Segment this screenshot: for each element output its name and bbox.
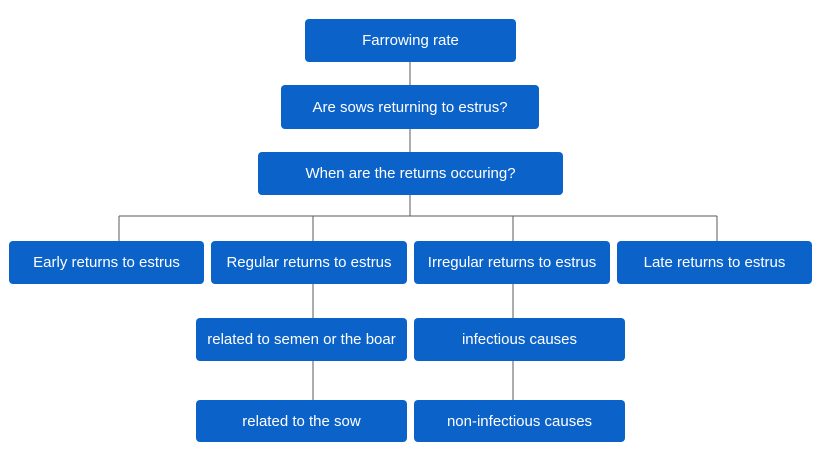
node-returning-question-label: Are sows returning to estrus? [312, 98, 508, 116]
node-sow: related to the sow [196, 400, 407, 442]
node-farrowing-rate-label: Farrowing rate [362, 32, 459, 49]
node-early-returns-label: Early returns to estrus [33, 254, 180, 271]
node-irregular-returns-label: Irregular returns to estrus [427, 254, 597, 271]
node-farrowing-rate: Farrowing rate [305, 19, 516, 62]
node-non-infectious: non-infectious causes [414, 400, 625, 442]
node-returning-question: Are sows returning to estrus? [281, 85, 539, 129]
node-late-returns-label: Late returns to estrus [643, 254, 786, 271]
node-semen-boar: related to semen or the boar [196, 318, 407, 361]
node-regular-returns: Regular returns to estrus [211, 241, 407, 284]
node-regular-returns-label: Regular returns to estrus [226, 254, 392, 271]
node-semen-boar-label: related to semen or the boar [207, 331, 396, 348]
node-early-returns: Early returns to estrus [9, 241, 204, 284]
node-when-question-label: When are the returns occuring? [305, 165, 516, 182]
node-when-question: When are the returns occuring? [258, 152, 563, 195]
node-infectious-label: infectious causes [461, 331, 578, 348]
node-non-infectious-label: non-infectious causes [446, 412, 593, 430]
node-infectious: infectious causes [414, 318, 625, 361]
node-irregular-returns: Irregular returns to estrus [414, 241, 610, 284]
node-late-returns: Late returns to estrus [617, 241, 812, 284]
node-sow-label: related to the sow [242, 412, 361, 430]
